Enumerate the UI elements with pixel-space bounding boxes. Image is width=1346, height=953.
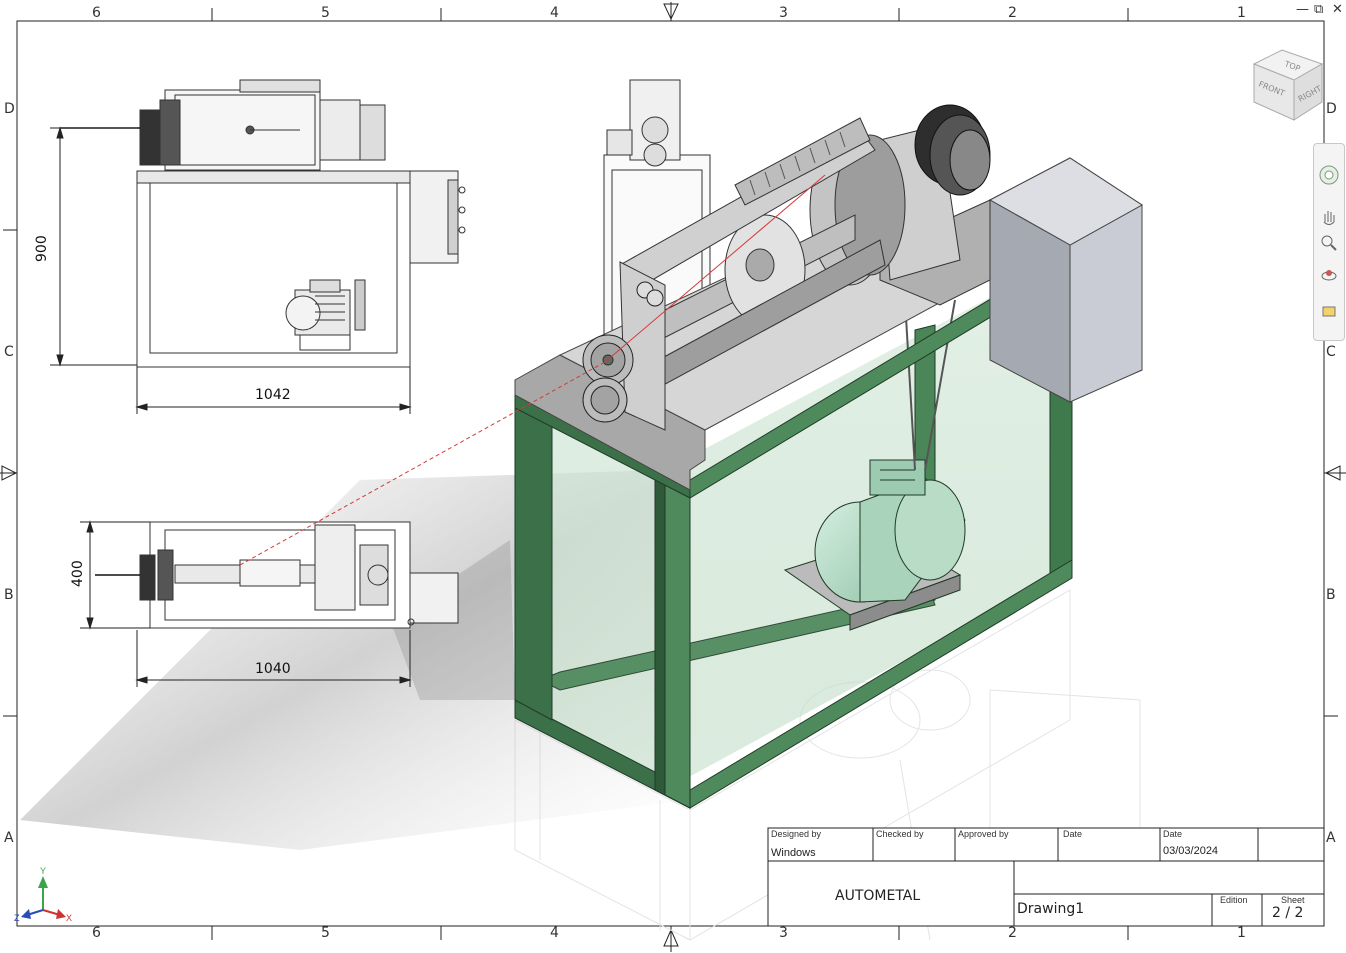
date-label-2: Date <box>1163 829 1183 839</box>
view-face-icon[interactable] <box>1318 300 1340 322</box>
dimension-top-width[interactable]: 1040 <box>255 661 291 677</box>
axis-z-label: Z <box>14 913 20 923</box>
date-value[interactable]: 03/03/2024 <box>1163 845 1219 857</box>
zone-left-D: D <box>4 101 15 117</box>
zone-top-3: 3 <box>779 5 788 21</box>
company-name[interactable]: AUTOMETAL <box>835 888 921 904</box>
designed-by-value[interactable]: Windows <box>771 847 816 859</box>
minimize-button[interactable]: — <box>1296 2 1309 17</box>
zone-left-B: B <box>4 587 14 603</box>
dimension-top-depth[interactable]: 400 <box>70 560 86 587</box>
navigation-bar <box>1313 143 1345 341</box>
sheet-label: Sheet <box>1281 895 1305 905</box>
approved-by-label: Approved by <box>958 829 1009 839</box>
zone-right-B: B <box>1326 587 1336 603</box>
zone-bottom-1: 1 <box>1237 925 1246 941</box>
zone-top-5: 5 <box>321 5 330 21</box>
orbit-icon[interactable] <box>1318 264 1340 286</box>
dimension-front-width[interactable]: 1042 <box>255 387 291 403</box>
zone-top-6: 6 <box>92 5 101 21</box>
zone-top-1: 1 <box>1237 5 1246 21</box>
close-button[interactable]: ✕ <box>1332 2 1343 17</box>
zone-right-A: A <box>1326 830 1336 846</box>
top-view-dimensions <box>80 520 412 687</box>
axis-x-label: X <box>66 913 73 923</box>
zone-top-2: 2 <box>1008 5 1017 21</box>
restore-button[interactable]: ⧉ <box>1314 2 1324 17</box>
zone-bottom-5: 5 <box>321 925 330 941</box>
zone-left-C: C <box>4 344 14 360</box>
zone-top-4: 4 <box>550 5 559 21</box>
zoom-icon[interactable] <box>1318 232 1340 254</box>
zone-right-C: C <box>1326 344 1336 360</box>
date-label: Date <box>1063 829 1083 839</box>
pan-icon[interactable] <box>1318 206 1340 228</box>
front-view[interactable] <box>60 79 466 368</box>
checked-by-label: Checked by <box>876 829 924 839</box>
designed-by-label: Designed by <box>771 829 822 839</box>
zone-right-D: D <box>1326 101 1337 117</box>
dimension-front-height[interactable]: 900 <box>34 235 50 262</box>
drawing-name[interactable]: Drawing1 <box>1017 901 1085 917</box>
title-block <box>767 827 1325 927</box>
zone-bottom-2: 2 <box>1008 925 1017 941</box>
edition-label: Edition <box>1220 895 1248 905</box>
sheet-number[interactable]: 2 / 2 <box>1272 905 1304 921</box>
zone-bottom-4: 4 <box>550 925 559 941</box>
top-view[interactable] <box>95 521 459 629</box>
zone-left-A: A <box>4 830 14 846</box>
front-view-dimensions <box>50 126 412 414</box>
zone-bottom-3: 3 <box>779 925 788 941</box>
viewcube[interactable]: TOP FRONT RIGHT <box>1248 44 1328 124</box>
axis-y-label: Y <box>40 866 47 876</box>
isometric-model[interactable] <box>239 104 1143 809</box>
full-navigation-wheel-icon[interactable] <box>1318 164 1340 186</box>
zone-bottom-6: 6 <box>92 925 101 941</box>
axis-triad <box>21 876 66 919</box>
